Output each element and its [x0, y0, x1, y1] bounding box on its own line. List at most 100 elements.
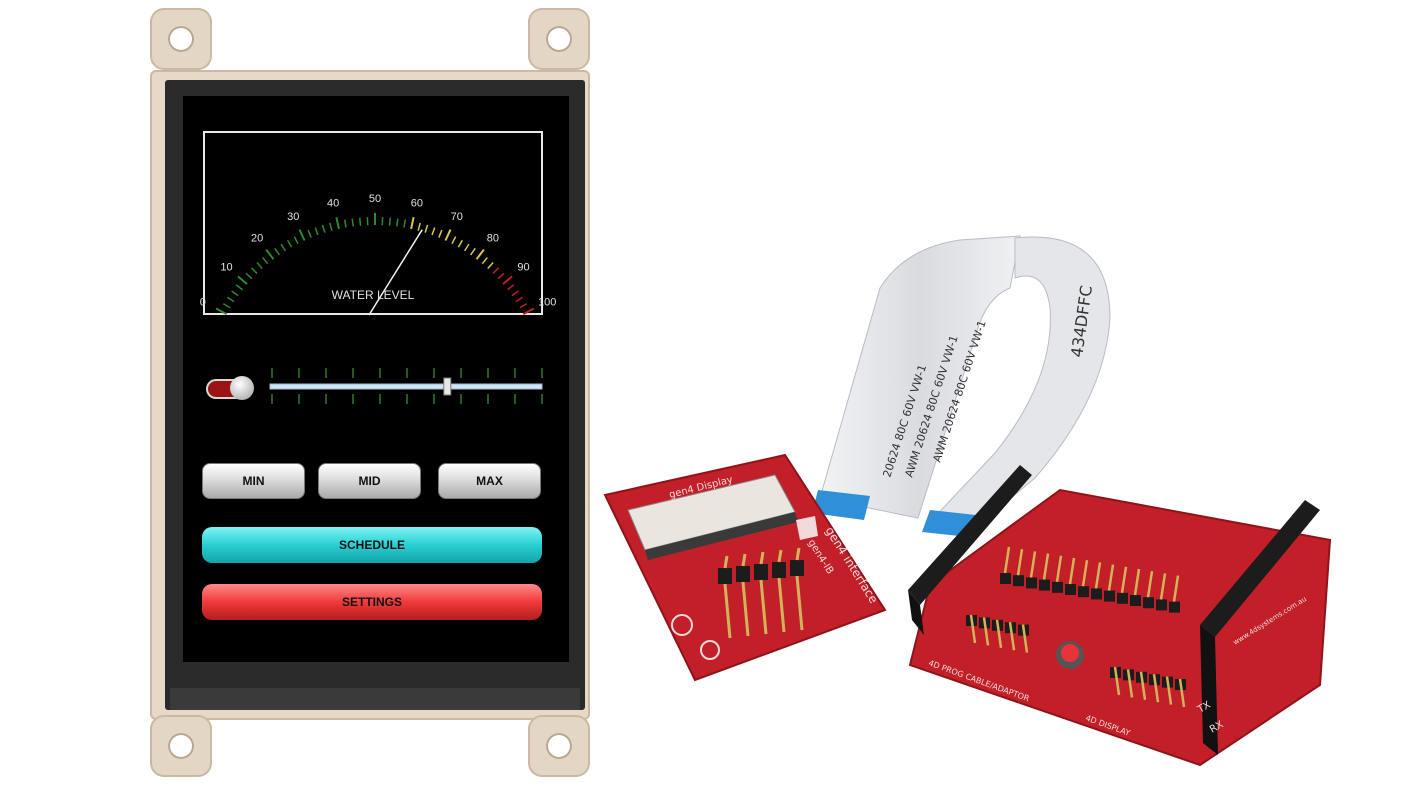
- meter-tick: [286, 239, 293, 248]
- meter-scale-label: 40: [327, 198, 339, 210]
- meter-tick: [403, 219, 407, 228]
- meter-tick: [522, 307, 535, 316]
- ce-mark-icon: [671, 614, 693, 636]
- header-pin: [1178, 678, 1186, 708]
- level-slider[interactable]: [268, 366, 548, 410]
- meter-tick: [502, 275, 513, 285]
- mount-hole: [168, 26, 194, 52]
- mount-hole: [168, 733, 194, 759]
- recycle-icon: [700, 640, 720, 660]
- header-pin: [1003, 546, 1011, 574]
- pin-housing: [754, 564, 768, 580]
- meter-tick: [417, 222, 421, 231]
- meter-tick: [235, 284, 243, 291]
- schedule-button[interactable]: SCHEDULE: [202, 527, 542, 563]
- 4d-logo-icon: [796, 516, 818, 540]
- pin-housing: [1039, 579, 1050, 591]
- header-pin: [1029, 551, 1037, 578]
- pin-housing: [1013, 575, 1024, 587]
- meter-scale-label: 70: [451, 211, 463, 223]
- header-pin-top: [723, 555, 729, 569]
- meter-tick: [256, 262, 263, 269]
- header-pin: [1021, 624, 1029, 653]
- header-pin: [1120, 566, 1128, 593]
- settings-button[interactable]: SETTINGS: [202, 584, 542, 620]
- header-pin-top: [777, 549, 783, 563]
- header-pin: [1016, 549, 1024, 576]
- meter-tick: [410, 216, 415, 230]
- meter-tick: [343, 219, 347, 228]
- header-pin: [1081, 560, 1089, 587]
- meter-tick: [329, 222, 333, 231]
- meter-tick: [222, 303, 231, 309]
- meter-tick: [265, 249, 275, 260]
- header-left-side: [908, 590, 924, 635]
- meter-tick: [321, 224, 326, 233]
- mount-tab-bottom-right: [528, 715, 590, 777]
- meter-tick: [388, 217, 391, 226]
- meter-tick: [497, 272, 505, 280]
- meter-tick: [351, 218, 354, 227]
- pin-housing: [790, 560, 804, 576]
- meter-tick: [250, 267, 258, 274]
- pin-housing: [1078, 586, 1089, 598]
- meter-tick: [431, 227, 436, 236]
- meter-scale-label: 100: [538, 296, 556, 308]
- mount-tab-bottom-left: [150, 715, 212, 777]
- pin-housing: [772, 562, 786, 578]
- meter-tick: [262, 257, 269, 265]
- mount-hole: [546, 733, 572, 759]
- meter-scale-label: 90: [517, 262, 529, 274]
- mid-button[interactable]: MID: [318, 463, 421, 499]
- header-pin: [1113, 666, 1121, 696]
- fpc-latch: [645, 512, 798, 560]
- slider-track: [269, 383, 543, 390]
- header-pin-top: [741, 553, 747, 567]
- reset-button[interactable]: [1061, 644, 1079, 662]
- header-pin: [1146, 571, 1154, 598]
- meter-tick: [335, 216, 340, 230]
- power-toggle[interactable]: [206, 376, 254, 400]
- shield-pcb-body: [908, 488, 1332, 767]
- mount-tab-top-left: [150, 8, 212, 70]
- shield-pin-headers: [966, 546, 1186, 708]
- toggle-knob[interactable]: [230, 376, 254, 400]
- header-pin: [1159, 573, 1167, 600]
- pin-housing: [1026, 577, 1037, 589]
- header-pin: [1126, 669, 1134, 698]
- meter-tick: [511, 290, 519, 297]
- meter-scale-label: 60: [411, 198, 423, 210]
- meter-tick: [475, 249, 485, 260]
- pin-housing: [1104, 590, 1115, 602]
- meter-tick: [396, 218, 399, 227]
- meter-tick: [487, 262, 494, 269]
- header-pin: [1055, 555, 1063, 582]
- header-left: [908, 465, 1032, 605]
- slider-thumb[interactable]: [443, 377, 452, 396]
- header-pin: [1139, 671, 1147, 700]
- min-button[interactable]: MIN: [202, 463, 305, 499]
- meter-scale-label: 50: [369, 193, 381, 205]
- max-button[interactable]: MAX: [438, 463, 541, 499]
- meter-tick: [293, 236, 299, 245]
- lcd-edge-strip: [170, 688, 580, 710]
- arduino-adaptor-shield: 4D PROG CABLE/ADAPTOR 4D DISPLAY TX RX w…: [908, 465, 1332, 767]
- meter-tick: [359, 217, 362, 226]
- header-pin: [1008, 622, 1016, 651]
- gen4-interface-board: gen4 Display gen4 interface gen4-IB: [603, 453, 887, 682]
- pin-housing: [1130, 595, 1141, 606]
- meter-tick: [245, 272, 253, 280]
- header-pin-top: [795, 547, 801, 561]
- meter-needle: [368, 229, 423, 316]
- pin-housing: [1169, 601, 1180, 613]
- meter-scale-label: 80: [487, 233, 499, 245]
- meter-tick: [515, 296, 524, 303]
- header-pin: [723, 583, 732, 639]
- meter-tick: [307, 229, 312, 238]
- header-pin: [1107, 564, 1115, 591]
- header-pin: [1042, 553, 1050, 580]
- meter-tick: [424, 224, 429, 233]
- header-pin: [1094, 562, 1102, 589]
- header-pin: [995, 619, 1003, 648]
